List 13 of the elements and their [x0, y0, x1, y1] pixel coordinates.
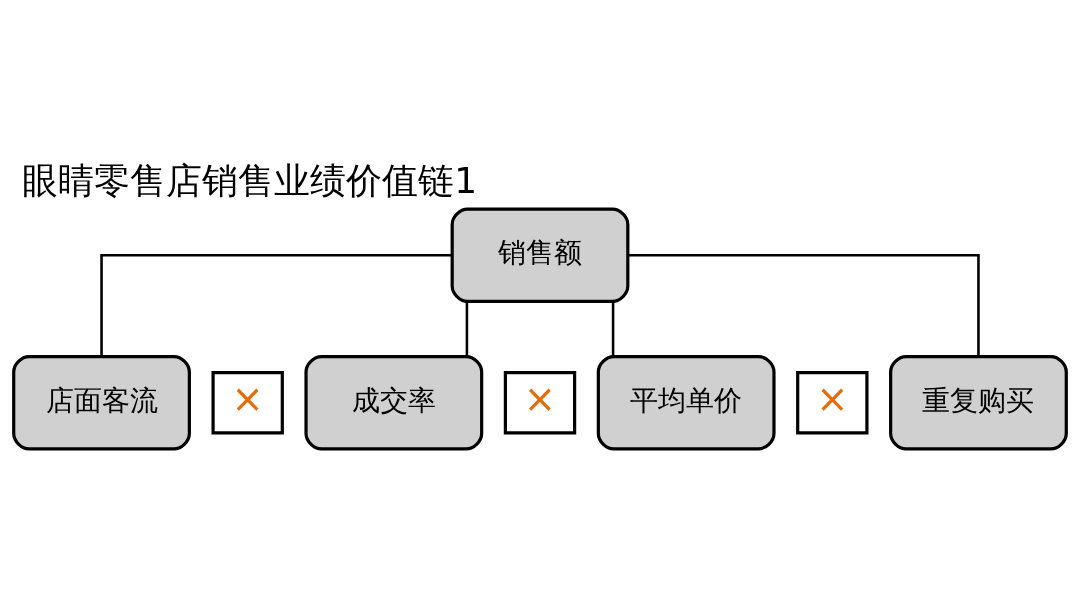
- connector: [628, 253, 980, 356]
- node-box: 销售额: [450, 207, 630, 303]
- label: ×: [523, 375, 557, 421]
- label: ×: [231, 375, 264, 421]
- connector: [100, 253, 452, 356]
- node-box: 成交率: [304, 354, 484, 450]
- connector: [465, 301, 469, 356]
- node-box: 重复购买: [889, 354, 1068, 450]
- label: ×: [816, 375, 849, 421]
- node-box: 店面客流: [12, 354, 191, 450]
- diagram-title: 眼睛零售店销售业绩价值链1: [22, 159, 478, 201]
- connector: [611, 301, 615, 356]
- node-box: 平均单价: [596, 354, 776, 450]
